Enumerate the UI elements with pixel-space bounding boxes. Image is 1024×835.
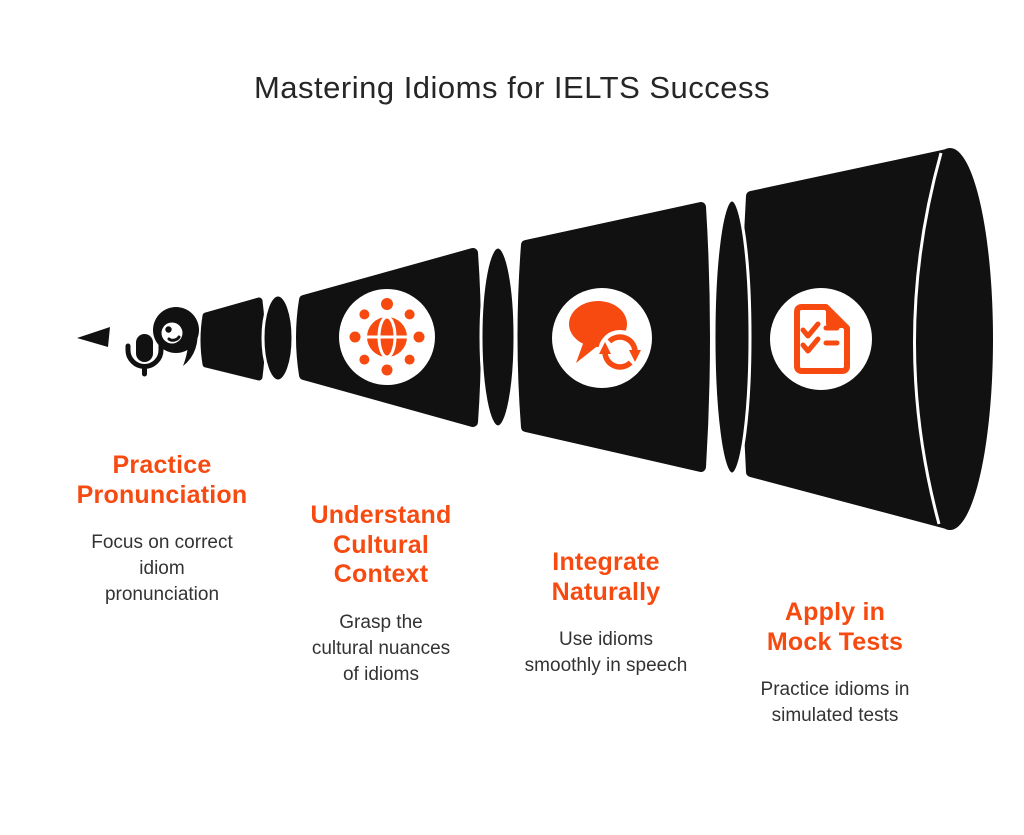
funnel-rings — [261, 198, 752, 476]
globe-network-icon — [349, 298, 425, 376]
checklist-document-icon — [794, 304, 850, 374]
step-title: Practice Pronunciation — [76, 451, 248, 509]
step-title: Integrate Naturally — [551, 548, 661, 606]
step-block-apply-in-mock-tests: Apply in Mock Tests Practice idioms in s… — [717, 598, 953, 729]
step-title: Apply in Mock Tests — [766, 598, 904, 656]
funnel-ring-3 — [712, 198, 752, 476]
step-title: Understand Cultural Context — [310, 501, 452, 588]
step-block-integrate-naturally: Integrate Naturally Use idioms smoothly … — [488, 548, 724, 679]
step-description: Practice idioms in simulated tests — [760, 679, 910, 727]
step-block-understand-cultural-context: Understand Cultural Context Grasp the cu… — [263, 501, 499, 688]
step-description: Use idioms smoothly in speech — [524, 629, 688, 677]
step-block-practice-pronunciation: Practice Pronunciation Focus on correct … — [44, 451, 280, 609]
step-description: Focus on correct idiom pronunciation — [91, 532, 233, 606]
funnel-ring-1 — [261, 293, 295, 383]
funnel-segment-1 — [200, 297, 265, 381]
chat-refresh-icon — [569, 301, 642, 374]
page-title: Mastering Idioms for IELTS Success — [253, 70, 771, 105]
funnel-opening — [907, 148, 993, 530]
funnel-ring-2 — [479, 245, 517, 429]
speaker-with-microphone-icon — [125, 307, 199, 377]
funnel-tip-arrow-icon — [77, 327, 110, 347]
step-description: Grasp the cultural nuances of idioms — [311, 611, 451, 685]
